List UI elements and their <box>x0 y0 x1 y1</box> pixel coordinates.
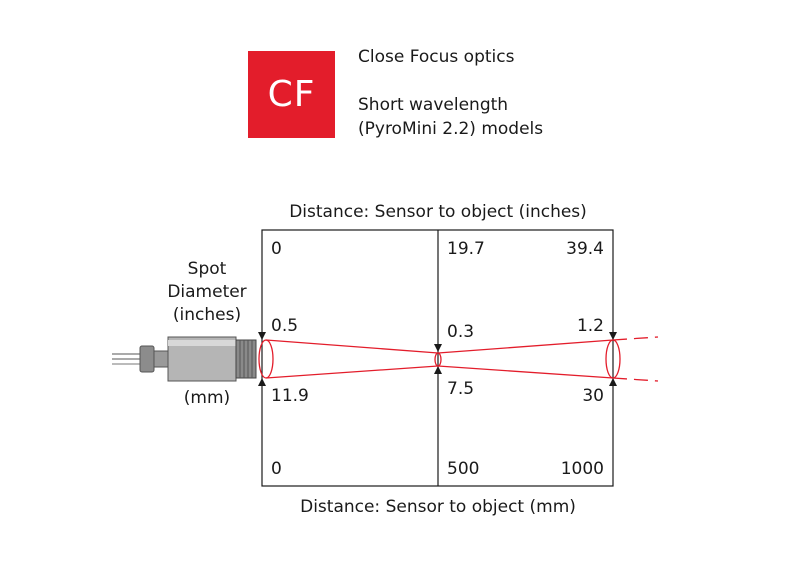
distance-inches-1: 19.7 <box>447 239 485 259</box>
mm-label: (mm) <box>183 388 231 408</box>
model-label: (PyroMini 2.2) models <box>358 119 544 139</box>
spot-label: Spot <box>187 259 227 279</box>
inches-label: (inches) <box>172 305 242 325</box>
optics-label: Close Focus optics <box>358 47 515 67</box>
wavelength-label: Short wavelength <box>358 95 509 115</box>
spot-at-focus <box>434 352 442 367</box>
top-axis-title: Distance: Sensor to object (inches) <box>289 202 587 222</box>
spot-mm-1: 7.5 <box>447 379 475 399</box>
distance-mm-1: 500 <box>447 459 480 479</box>
distance-inches-2: 39.4 <box>566 239 604 259</box>
distance-inches-0: 0 <box>271 239 282 259</box>
sensor-icon <box>112 336 257 382</box>
cf-badge: CF <box>248 51 335 138</box>
cf-badge-text: CF <box>267 74 316 115</box>
diameter-label: Diameter <box>167 282 247 302</box>
bottom-axis-title: Distance: Sensor to object (mm) <box>300 497 576 517</box>
spot-inches-2: 1.2 <box>576 316 604 336</box>
spot-inches-0: 0.5 <box>271 316 299 336</box>
distance-mm-0: 0 <box>271 459 282 479</box>
guide-lines <box>261 240 614 486</box>
spot-inches-1: 0.3 <box>447 322 475 342</box>
beam-outline <box>258 336 659 382</box>
spot-mm-2: 30 <box>582 386 604 406</box>
dimension-arrows <box>258 332 617 386</box>
spot-mm-0: 11.9 <box>271 386 309 406</box>
distance-mm-2: 1000 <box>560 459 604 479</box>
spot-at-0 <box>258 339 274 379</box>
